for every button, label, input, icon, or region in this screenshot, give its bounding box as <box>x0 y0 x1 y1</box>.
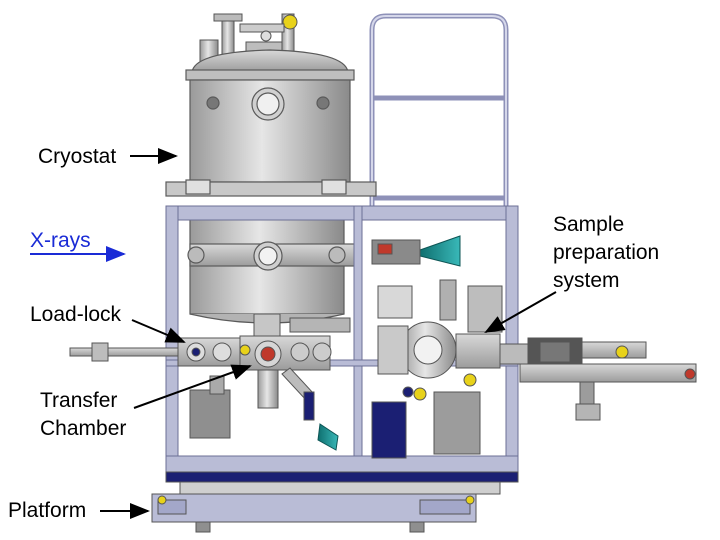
label-loadlock: Load-lock <box>30 303 122 326</box>
handrail <box>369 13 509 215</box>
label-transfer-line1: Transfer <box>40 389 118 412</box>
label-sample-line1: Sample <box>553 213 625 236</box>
sample-pointer <box>484 291 557 333</box>
label-sample-line3: system <box>553 269 620 292</box>
cryostat-top-fittings <box>199 13 298 63</box>
transfer-chamber <box>189 313 351 439</box>
label-platform: Platform <box>8 499 87 522</box>
label-xrays: X-rays <box>30 229 91 252</box>
cryostat-body <box>165 49 377 197</box>
preparation-chamber <box>371 279 503 459</box>
cryostat-lower-can <box>187 217 359 324</box>
transfer-pointer <box>133 364 252 409</box>
gauge-head <box>371 239 421 265</box>
platform-base <box>151 471 519 533</box>
handrail-inner <box>371 15 507 215</box>
support-frame <box>165 205 519 473</box>
loadlock-arm <box>69 337 243 367</box>
transfer-rod-right <box>499 337 697 421</box>
loadlock-pointer <box>131 319 186 343</box>
label-cryostat: Cryostat <box>38 145 117 168</box>
label-transfer-line2: Chamber <box>40 417 127 440</box>
label-sample-line2: preparation <box>553 241 660 264</box>
label-pointers <box>100 148 557 519</box>
